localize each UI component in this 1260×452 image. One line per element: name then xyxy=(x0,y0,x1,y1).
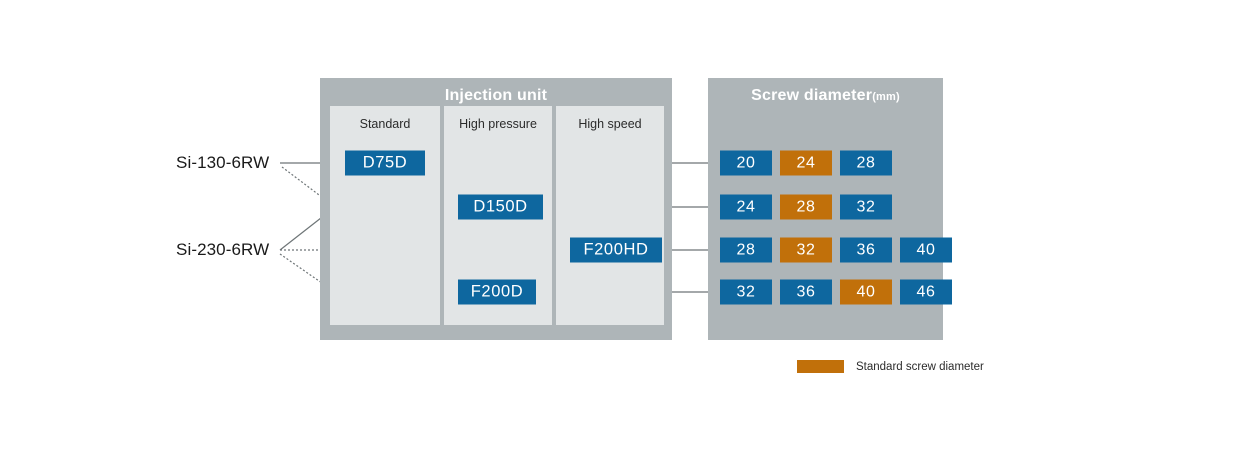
screw-diameter-chip[interactable]: 28 xyxy=(840,150,892,176)
injection-column-header: High speed xyxy=(578,117,642,131)
injection-unit-chip-d75d[interactable]: D75D xyxy=(345,150,425,176)
screw-diameter-chip[interactable]: 32 xyxy=(840,194,892,220)
legend-swatch-standard xyxy=(797,360,844,373)
injection-unit-chip-d150d[interactable]: D150D xyxy=(458,194,543,220)
injection-unit-chip-f200hd[interactable]: F200HD xyxy=(570,237,662,263)
screw-diameter-chip[interactable]: 20 xyxy=(720,150,772,176)
screw-diameter-chip[interactable]: 36 xyxy=(840,237,892,263)
screw-diameter-chip-standard[interactable]: 28 xyxy=(780,194,832,220)
screw-diameter-chip[interactable]: 36 xyxy=(780,279,832,305)
legend-label: Standard screw diameter xyxy=(856,360,984,373)
screw-diameter-title-text: Screw diameter xyxy=(751,87,873,104)
model-label-si-130-6rw: Si-130-6RW xyxy=(176,153,270,172)
screw-diameter-chip[interactable]: 32 xyxy=(720,279,772,305)
screw-diameter-chip[interactable]: 46 xyxy=(900,279,952,305)
screw-diameter-chip[interactable]: 24 xyxy=(720,194,772,220)
injection-column-header: High pressure xyxy=(459,117,537,131)
screw-diameter-chip-standard[interactable]: 32 xyxy=(780,237,832,263)
model-label-si-230-6rw: Si-230-6RW xyxy=(176,240,270,259)
injection-column-header: Standard xyxy=(359,117,411,131)
legend: Standard screw diameter xyxy=(797,360,984,373)
injection-column-standard: Standard xyxy=(330,106,440,325)
screw-diameter-chip[interactable]: 40 xyxy=(900,237,952,263)
injection-unit-chip-f200d[interactable]: F200D xyxy=(458,279,536,305)
injection-unit-title: Injection unit xyxy=(444,87,548,104)
screw-diameter-chip-standard[interactable]: 24 xyxy=(780,150,832,176)
screw-diameter-title: Screw diameter(mm) xyxy=(708,87,943,105)
injection-column-high-speed: High speed xyxy=(556,106,664,325)
screw-diameter-chip[interactable]: 28 xyxy=(720,237,772,263)
screw-diameter-unit: (mm) xyxy=(872,91,900,103)
injection-unit-panel: Injection unit Standard High pressure High… xyxy=(320,78,672,340)
screw-diameter-chip-standard[interactable]: 40 xyxy=(840,279,892,305)
